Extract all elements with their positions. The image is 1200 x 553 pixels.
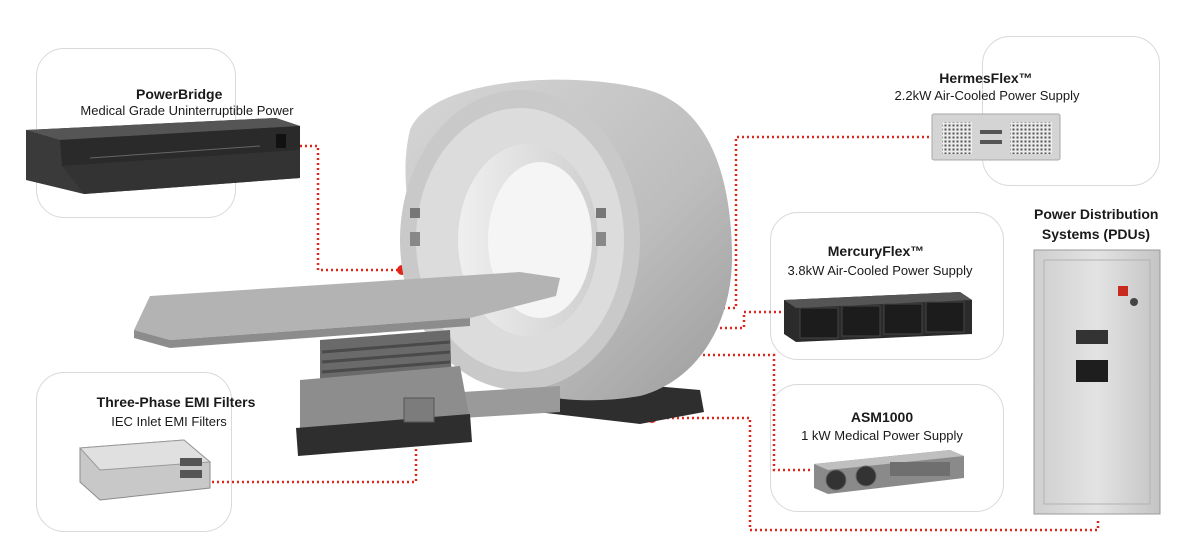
mercuryflex-title: MercuryFlex™ bbox=[827, 243, 925, 259]
mercuryflex-device bbox=[784, 292, 972, 342]
pdu-title-line2: Systems (PDUs) bbox=[1041, 226, 1151, 242]
connector-hermesflex bbox=[708, 135, 930, 310]
asm1000-title: ASM1000 bbox=[850, 409, 914, 425]
mercuryflex-subtitle: 3.8kW Air-Cooled Power Supply bbox=[787, 263, 973, 278]
asm1000-device bbox=[814, 450, 964, 494]
emi-title: Three-Phase EMI Filters bbox=[96, 394, 256, 410]
emi-subtitle: IEC Inlet EMI Filters bbox=[111, 414, 227, 429]
pdu-title-line1: Power Distribution bbox=[1034, 206, 1159, 222]
connector-emi bbox=[212, 435, 418, 484]
connector-asm1000 bbox=[678, 353, 812, 472]
emi-filter-device bbox=[78, 439, 212, 501]
pdu-cabinet bbox=[1033, 249, 1161, 515]
hermesflex-subtitle: 2.2kW Air-Cooled Power Supply bbox=[894, 88, 1080, 103]
powerbridge-title: PowerBridge bbox=[136, 86, 222, 102]
asm1000-subtitle: 1 kW Medical Power Supply bbox=[801, 428, 963, 443]
asm1000-card bbox=[770, 384, 1004, 512]
hermesflex-device bbox=[931, 113, 1061, 161]
connector-pdu bbox=[652, 416, 1100, 532]
connector-powerbridge bbox=[300, 144, 402, 272]
hermesflex-title: HermesFlex™ bbox=[939, 70, 1033, 86]
powerbridge-subtitle: Medical Grade Uninterruptible Power bbox=[80, 103, 294, 118]
powerbridge-device bbox=[26, 118, 300, 194]
hermesflex-card bbox=[982, 36, 1160, 186]
ct-scanner bbox=[134, 79, 733, 456]
